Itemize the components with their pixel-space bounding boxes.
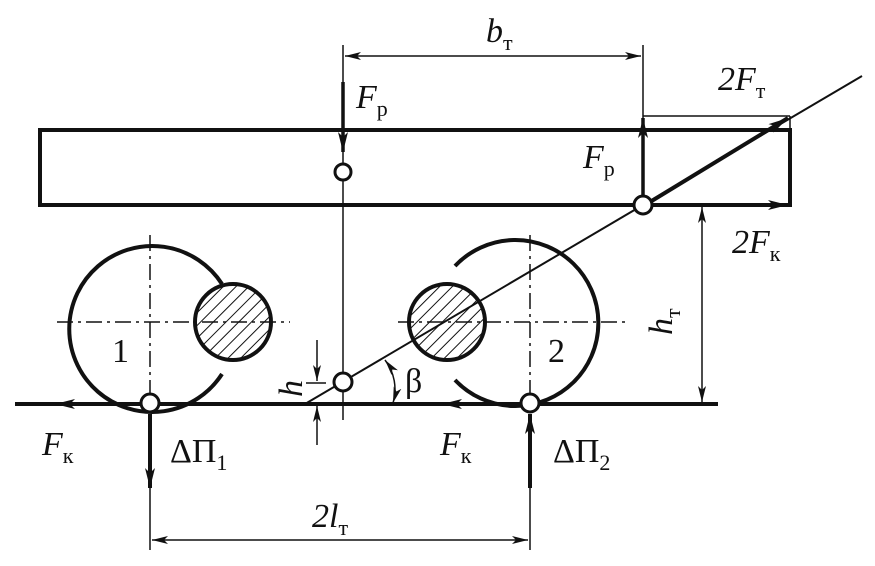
- label-wheel-1: 1: [112, 333, 129, 370]
- label-dp2: ΔП2: [553, 433, 610, 475]
- pivot-point: [332, 371, 354, 393]
- label-2lt: 2lт: [312, 498, 348, 540]
- label-ht: hт: [643, 308, 685, 335]
- contact-point-2: [519, 392, 541, 414]
- label-bt: bт: [486, 13, 513, 55]
- fp-point: [333, 162, 353, 182]
- label-h: h: [273, 380, 310, 397]
- wheel-1: [67, 244, 224, 414]
- label-fk-left: Fк: [41, 426, 74, 468]
- label-2fk: 2Fк: [732, 224, 781, 266]
- hitch-point: [632, 194, 654, 216]
- two-ft-arrow: [648, 116, 790, 204]
- vehicle-frame: [38, 128, 792, 207]
- label-dp1: ΔП1: [170, 433, 227, 475]
- contact-point-1: [139, 392, 161, 414]
- beta-angle-arc: [384, 359, 402, 404]
- label-2ft: 2Fт: [718, 61, 766, 103]
- label-wheel-2: 2: [548, 333, 565, 370]
- label-fk-mid: Fк: [439, 426, 472, 468]
- label-beta: β: [405, 363, 422, 400]
- label-fp-top: Fp: [355, 79, 388, 121]
- label-fp-right: Fp: [582, 139, 615, 181]
